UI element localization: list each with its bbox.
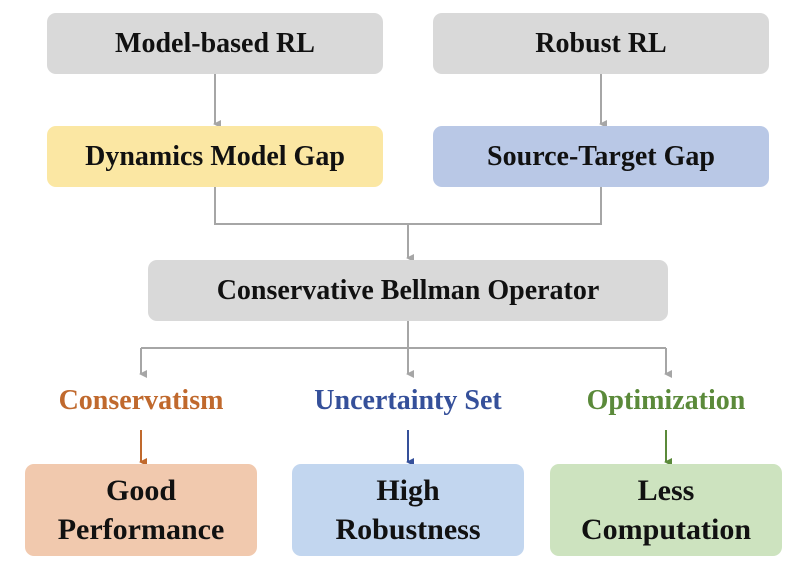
robust-rl-box: Robust RL — [433, 13, 769, 74]
dynamics-model-gap-label: Dynamics Model Gap — [85, 140, 345, 172]
good-performance-line2: Performance — [57, 513, 225, 546]
high-robustness-line2: Robustness — [335, 513, 481, 546]
source-target-gap-label: Source-Target Gap — [487, 140, 715, 172]
high-robustness-box: High Robustness — [292, 464, 524, 556]
optimization-label: Optimization — [586, 385, 746, 416]
robust-rl-label: Robust RL — [535, 27, 667, 59]
high-robustness-line1: High — [376, 474, 440, 507]
conservative-bellman-operator-label: Conservative Bellman Operator — [216, 274, 600, 306]
model-based-rl-box: Model-based RL — [47, 13, 383, 74]
conservatism-label: Conservatism — [58, 385, 224, 416]
less-computation-line2: Computation — [580, 513, 752, 546]
dynamics-model-gap-box: Dynamics Model Gap — [47, 126, 383, 187]
good-performance-line1: Good — [105, 474, 177, 507]
uncertainty-set-label: Uncertainty Set — [314, 385, 502, 416]
split-line — [141, 321, 666, 349]
less-computation-line1: Less — [637, 474, 695, 507]
merge-line — [214, 187, 602, 225]
conservative-bellman-operator-box: Conservative Bellman Operator — [148, 260, 668, 321]
source-target-gap-box: Source-Target Gap — [433, 126, 769, 187]
less-computation-box: Less Computation — [550, 464, 782, 556]
good-performance-box: Good Performance — [25, 464, 257, 556]
model-based-rl-label: Model-based RL — [115, 27, 315, 59]
